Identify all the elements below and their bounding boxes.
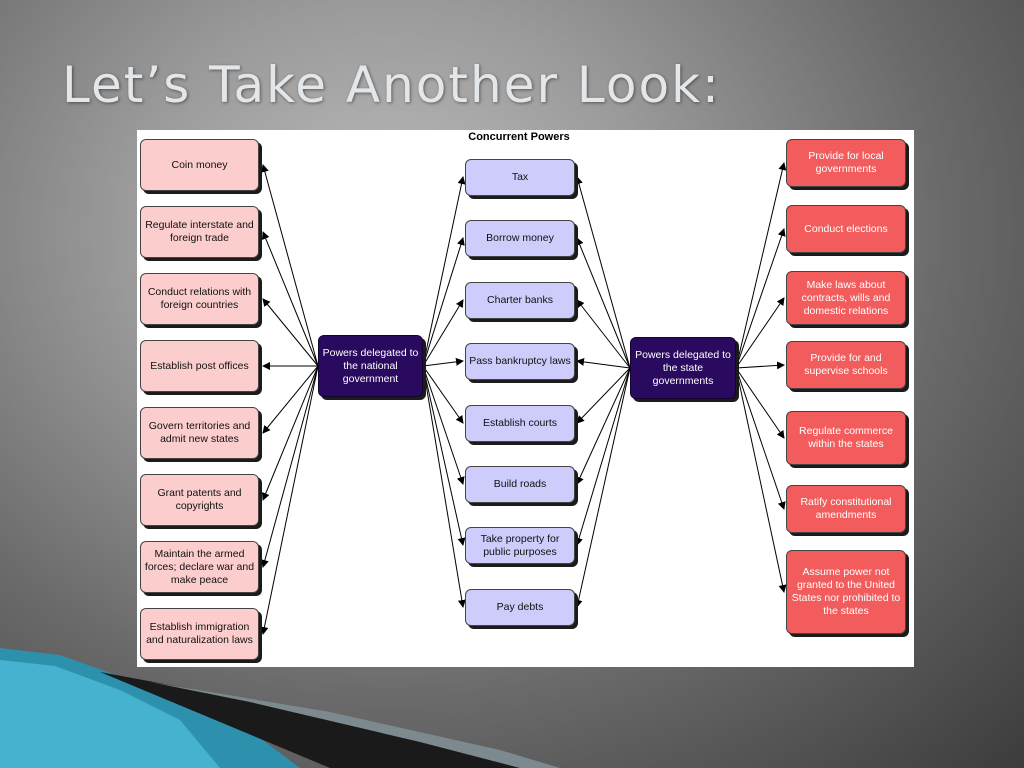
national-power-box: Regulate interstate and foreign trade xyxy=(140,206,259,258)
national-power-box: Establish immigration and naturalization… xyxy=(140,608,259,660)
state-power-box: Regulate commerce within the states xyxy=(786,411,906,465)
state-power-box: Conduct elections xyxy=(786,205,906,253)
connector-arrow xyxy=(261,365,319,501)
connector-arrow xyxy=(422,365,466,608)
state-power-box: Assume power not granted to the United S… xyxy=(786,550,906,634)
connector-arrow xyxy=(735,367,785,439)
connector-arrow xyxy=(422,237,465,367)
connector-arrow xyxy=(735,162,787,369)
federalism-diagram: Concurrent Powers Coin money Regulate in… xyxy=(137,130,914,667)
connector-arrow xyxy=(262,298,319,367)
connector-arrow xyxy=(422,365,466,546)
connector-arrow xyxy=(576,367,631,485)
concurrent-power-box: Borrow money xyxy=(465,220,575,257)
connector-arrow xyxy=(260,365,319,635)
connector-arrow xyxy=(260,164,319,367)
connector-arrow xyxy=(735,361,785,370)
state-government-hub: Powers delegated to the state government… xyxy=(630,337,736,399)
connector-arrow xyxy=(735,367,787,593)
connector-arrow xyxy=(576,299,631,369)
connector-arrow xyxy=(422,299,464,367)
diagram-title: Concurrent Powers xyxy=(468,131,570,143)
connector-arrow xyxy=(575,176,631,369)
connector-arrow xyxy=(422,357,464,367)
connector-arrow xyxy=(574,367,631,608)
connector-lines xyxy=(260,162,787,635)
state-power-box: Provide for local governments xyxy=(786,139,906,187)
connector-arrow xyxy=(262,365,319,434)
connector-arrow xyxy=(422,365,465,485)
connector-arrow xyxy=(735,367,786,510)
concurrent-power-box: Pass bankruptcy laws xyxy=(465,343,575,380)
state-power-box: Make laws about contracts, wills and dom… xyxy=(786,271,906,325)
connector-arrow xyxy=(735,297,785,369)
national-power-box: Coin money xyxy=(140,139,259,191)
national-government-hub: Powers delegated to the national governm… xyxy=(318,335,423,397)
national-power-box: Grant patents and copyrights xyxy=(140,474,259,526)
national-power-box: Maintain the armed forces; declare war a… xyxy=(140,541,259,593)
national-power-box: Conduct relations with foreign countries xyxy=(140,273,259,325)
slide-title: Let’s Take Another Look: xyxy=(62,56,721,114)
connector-arrow xyxy=(260,365,319,568)
concurrent-power-box: Build roads xyxy=(465,466,575,503)
connector-arrow xyxy=(422,365,464,424)
connector-arrow xyxy=(422,176,466,367)
concurrent-power-box: Tax xyxy=(465,159,575,196)
connector-arrow xyxy=(575,237,631,369)
concurrent-power-box: Pay debts xyxy=(465,589,575,626)
connector-arrow xyxy=(576,357,631,369)
national-power-box: Establish post offices xyxy=(140,340,259,392)
concurrent-power-box: Establish courts xyxy=(465,405,575,442)
national-power-box: Govern territories and admit new states xyxy=(140,407,259,459)
concurrent-power-box: Take property for public purposes xyxy=(465,527,575,564)
connector-arrow xyxy=(261,231,319,367)
concurrent-power-box: Charter banks xyxy=(465,282,575,319)
connector-arrow xyxy=(735,228,786,369)
state-power-box: Ratify constitutional amendments xyxy=(786,485,906,533)
connector-arrow xyxy=(576,367,631,424)
connector-arrow xyxy=(575,367,631,546)
state-power-box: Provide for and supervise schools xyxy=(786,341,906,389)
